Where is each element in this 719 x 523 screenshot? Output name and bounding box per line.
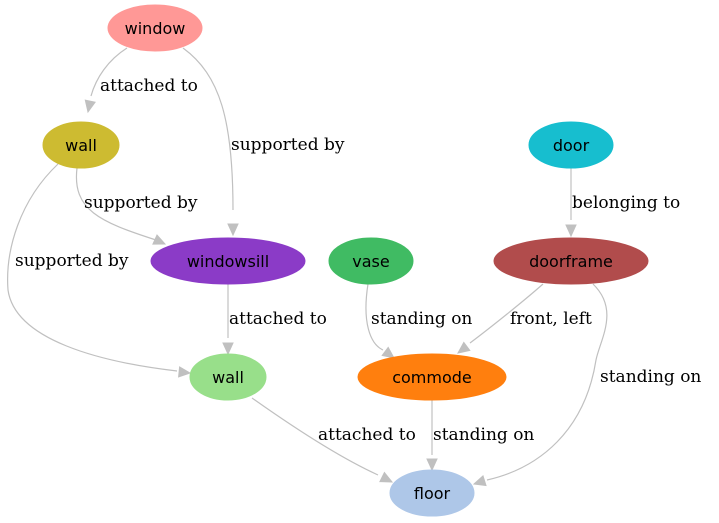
node-commode: commode: [357, 353, 507, 401]
edge-doorframe-to-floor: [486, 283, 608, 481]
node-vase: vase: [328, 237, 414, 285]
edge-labels-layer: attached to supported by supported by suppo…: [15, 76, 701, 445]
arrowhead-icon: [178, 366, 192, 378]
node-label: floor: [414, 484, 451, 503]
edge-wall_mid-to-floor: [251, 397, 379, 476]
node-shape: [189, 353, 267, 401]
arrowhead-icon: [222, 342, 234, 356]
arrowhead-icon: [426, 458, 438, 472]
node-shape: [357, 353, 507, 401]
arrowhead-icon: [227, 223, 239, 237]
edge-label: belonging to: [572, 193, 680, 213]
node-shape: [389, 469, 475, 517]
edge-label: attached to: [229, 309, 327, 329]
node-label: commode: [392, 368, 472, 387]
arrowhead-icon: [381, 346, 395, 359]
arrowhead-icon: [457, 341, 471, 354]
edge-label: supported by: [231, 135, 345, 155]
node-window: window: [107, 4, 203, 52]
node-windowsill: windowsill: [150, 237, 306, 285]
node-floor: floor: [389, 469, 475, 517]
edge-label: attached to: [318, 425, 416, 445]
node-wall-mid: wall: [189, 353, 267, 401]
edge-label: supported by: [84, 193, 198, 213]
node-shape: [328, 237, 414, 285]
node-shape: [528, 121, 614, 169]
node-shape: [107, 4, 203, 52]
node-label: vase: [352, 252, 389, 271]
edge-label: front, left: [510, 309, 592, 329]
arrowhead-icon: [565, 224, 577, 238]
node-shape: [42, 121, 120, 169]
edge-label: standing on: [600, 367, 701, 387]
edge-wall_top-to-wall_mid: [7, 163, 178, 372]
edge-label: standing on: [371, 309, 472, 329]
node-shape: [150, 237, 306, 285]
arrowhead-icon: [379, 471, 394, 483]
edge-vase-to-commode: [365, 283, 384, 351]
node-label: wall: [212, 368, 244, 387]
node-shape: [493, 237, 649, 285]
edge-doorframe-to-commode: [469, 283, 544, 344]
node-door: door: [528, 121, 614, 169]
edge-window-to-wall_top: [90, 47, 128, 97]
node-wall-top: wall: [42, 121, 120, 169]
edges-layer: [7, 47, 608, 487]
node-label: door: [553, 136, 590, 155]
edge-label: supported by: [15, 251, 129, 271]
edge-window-to-windowsill: [182, 47, 234, 211]
arrowhead-icon: [472, 475, 487, 487]
node-label: window: [125, 19, 186, 38]
node-label: windowsill: [187, 252, 269, 271]
arrowhead-icon: [152, 234, 167, 245]
node-label: wall: [65, 136, 97, 155]
node-doorframe: doorframe: [493, 237, 649, 285]
edge-label: attached to: [100, 76, 198, 96]
edge-wall_top-to-windowsill: [75, 167, 157, 241]
arrowhead-icon: [84, 99, 96, 114]
node-label: doorframe: [529, 252, 613, 271]
nodes-layer: window wall door windowsill vase doorframe wal…: [42, 4, 649, 517]
edge-label: standing on: [433, 425, 534, 445]
